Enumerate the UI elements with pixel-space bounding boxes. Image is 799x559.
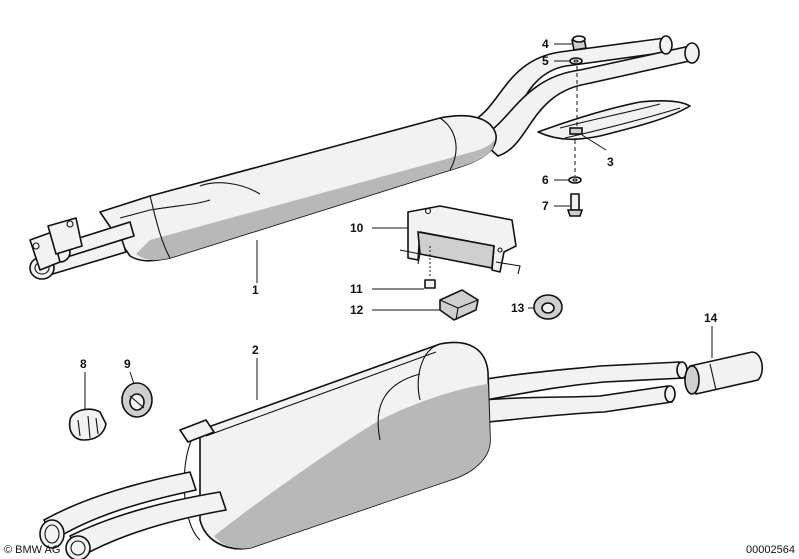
washer-part-5 bbox=[569, 57, 583, 65]
callout-11: 11 bbox=[350, 282, 363, 296]
rubber-mount-part-12 bbox=[439, 289, 479, 321]
hanger-bracket-part-10 bbox=[399, 205, 521, 275]
washer-part-6 bbox=[568, 176, 582, 184]
rubber-ring-part-9 bbox=[121, 382, 153, 418]
diagram-id: 00002564 bbox=[746, 544, 795, 556]
callout-5: 5 bbox=[542, 54, 549, 68]
clip-part-8 bbox=[68, 408, 107, 441]
leader-lines bbox=[84, 43, 713, 410]
heat-shield-part-3 bbox=[537, 100, 691, 141]
callout-10: 10 bbox=[350, 221, 364, 235]
bolt-part-7 bbox=[566, 193, 584, 217]
callout-13: 13 bbox=[511, 301, 525, 315]
callout-12: 12 bbox=[350, 303, 364, 317]
screw-part-11 bbox=[424, 246, 436, 289]
callout-2: 2 bbox=[252, 343, 259, 357]
callout-8: 8 bbox=[80, 357, 87, 371]
rear-silencer-part-2 bbox=[39, 341, 688, 559]
callout-3: 3 bbox=[607, 155, 614, 169]
callout-9: 9 bbox=[124, 357, 131, 371]
front-silencer-part-1 bbox=[29, 35, 700, 280]
callout-1: 1 bbox=[252, 283, 259, 297]
rubber-ring-part-13 bbox=[533, 294, 563, 320]
sleeve-part-14 bbox=[684, 351, 764, 395]
callout-14: 14 bbox=[704, 311, 718, 325]
copyright-text: © BMW AG bbox=[4, 544, 60, 556]
callout-6: 6 bbox=[542, 173, 549, 187]
callout-7: 7 bbox=[542, 199, 549, 213]
nut-part-4 bbox=[571, 35, 587, 51]
callout-4: 4 bbox=[542, 37, 549, 51]
